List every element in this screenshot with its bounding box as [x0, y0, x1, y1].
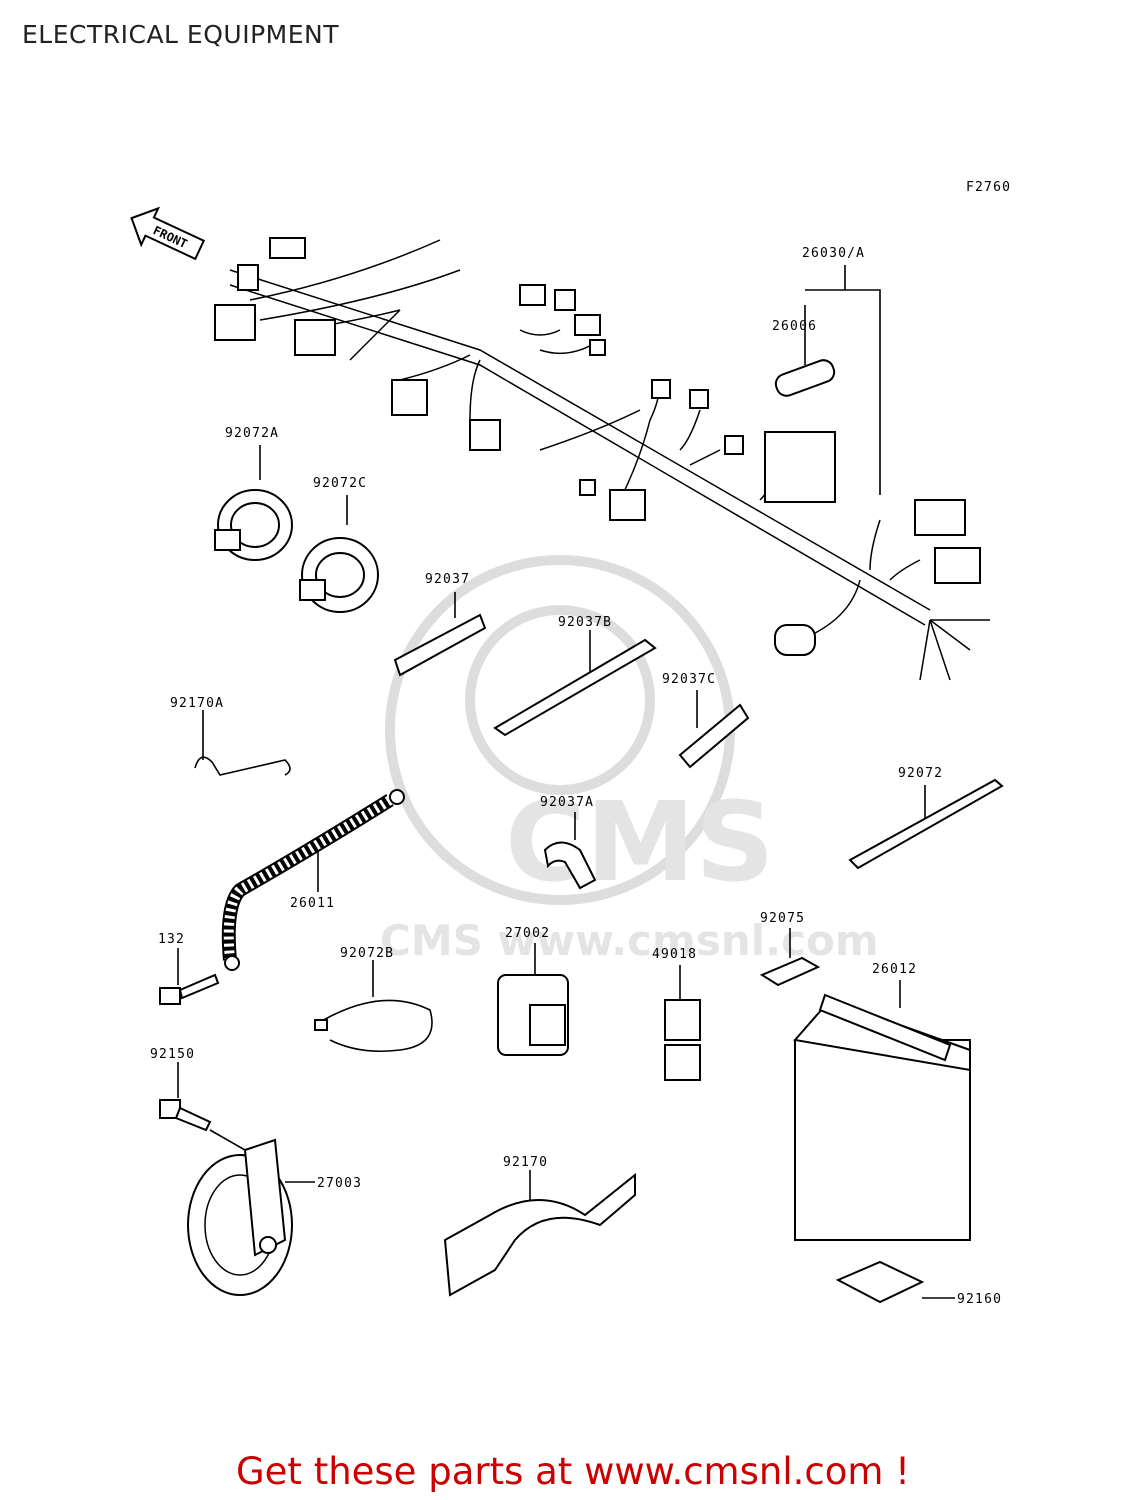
part-label-92072: 92072 [898, 766, 943, 781]
part-label-92170A: 92170A [170, 696, 224, 711]
part-label-92075: 92075 [760, 911, 805, 926]
bolt-92150 [159, 1062, 246, 1151]
part-label-26006: 26006 [772, 319, 817, 334]
part-label-26011: 26011 [290, 896, 335, 911]
part-label-132: 132 [158, 932, 185, 947]
bolt-132 [159, 948, 220, 1005]
part-label-92150: 92150 [150, 1047, 195, 1062]
clamp-92037A [543, 812, 597, 890]
relay-27002 [497, 943, 569, 1056]
front-arrow-icon: FRONT [130, 206, 206, 261]
watermark-text: CMS www.cmsnl.com [380, 916, 879, 965]
horn-27003 [187, 1138, 315, 1296]
connector-49018 [664, 965, 701, 1081]
clamp-92072C [299, 495, 379, 613]
part-label-92037A: 92037A [540, 795, 594, 810]
part-label-27003: 27003 [317, 1176, 362, 1191]
page-title: ELECTRICAL EQUIPMENT [22, 20, 339, 49]
part-label-27002: 27002 [505, 926, 550, 941]
band-92037C [678, 690, 750, 769]
part-label-92072A: 92072A [225, 426, 279, 441]
tie-92072B [314, 960, 433, 1053]
fuse-26006 [774, 305, 836, 397]
part-label-92072C: 92072C [313, 476, 367, 491]
footer-promo-text: Get these parts at www.cmsnl.com ! [235, 1450, 910, 1493]
wiring-harness-26030A [214, 237, 990, 681]
pad-92075 [759, 928, 821, 987]
part-label-92037C: 92037C [662, 672, 716, 687]
part-label-49018: 49018 [652, 947, 697, 962]
part-label-92072B: 92072B [340, 946, 394, 961]
leader-26030A [805, 289, 881, 495]
spring-92170A [194, 710, 291, 776]
figure-code: F2760 [966, 180, 1011, 195]
clamp-92072A [214, 445, 293, 561]
svg-text:CMS: CMS [505, 778, 774, 906]
part-label-92037: 92037 [425, 572, 470, 587]
part-label-26030A: 26030/A [802, 246, 865, 261]
band-92037 [393, 592, 487, 677]
watermark-logo: CMS CMS www.cmsnl.com [380, 555, 879, 965]
ground-wire-26011 [221, 789, 405, 971]
part-label-92037B: 92037B [558, 615, 612, 630]
pad-92160 [835, 1260, 955, 1304]
part-label-92170: 92170 [503, 1155, 548, 1170]
bracket-92170 [443, 1170, 636, 1297]
band-92037B [493, 630, 657, 737]
part-label-26012: 26012 [872, 962, 917, 977]
tie-92072 [848, 778, 1004, 870]
battery-26012 [793, 980, 971, 1241]
part-label-92160: 92160 [957, 1292, 1002, 1307]
